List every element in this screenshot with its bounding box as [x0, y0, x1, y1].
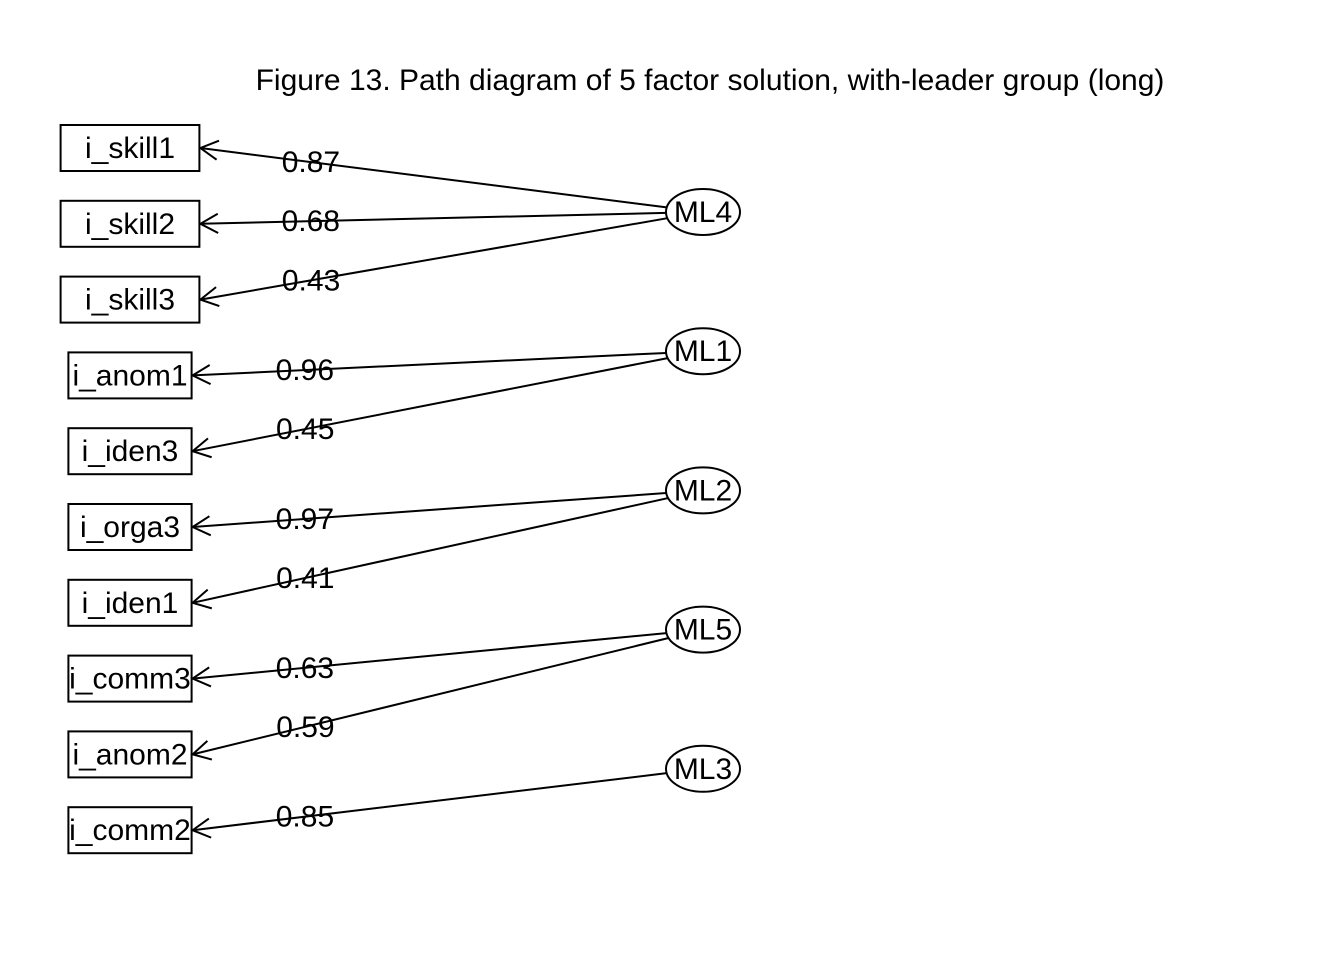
item-label-i-skill1: i_skill1	[85, 132, 175, 165]
item-box-i-iden3	[67, 427, 193, 476]
edge-ml2-i-orga3-loading-label: 0.97	[276, 503, 334, 536]
diagram-title: Figure 13. Path diagram of 5 factor solu…	[256, 64, 1165, 97]
item-box-i-skill1	[59, 124, 201, 172]
edge-ml5-i-anom2-loading-label: 0.59	[276, 711, 334, 744]
item-box-i-skill3	[59, 275, 201, 324]
edge-ml2-i-iden1-line	[192, 497, 669, 604]
factor-label-ml2: ML2	[674, 474, 732, 507]
edge-ml1-i-anom1-arrowhead	[190, 364, 212, 386]
edge-ml3-i-comm2-arrowhead	[190, 817, 212, 839]
edge-ml1-i-anom1-loading-label: 0.96	[276, 354, 334, 387]
factor-ellipse-ml5	[665, 605, 741, 654]
edge-ml4-i-skill3-line	[200, 217, 668, 301]
edge-ml4-i-skill3-loading-label: 0.43	[282, 264, 340, 297]
item-label-i-skill3: i_skill3	[85, 284, 175, 317]
edge-ml5-i-anom2-arrowhead	[190, 740, 213, 761]
item-label-i-skill2: i_skill2	[85, 208, 175, 241]
item-label-i-iden1: i_iden1	[82, 587, 179, 620]
loading-labels: 0.87 0.68 0.43 0.96 0.45 0.97 0.41 0.63 0.59 0.85	[276, 146, 341, 834]
item-box-i-orga3	[67, 503, 193, 551]
item-box-i-anom2	[67, 730, 193, 779]
edge-ml1-i-iden3-arrowhead	[190, 437, 212, 459]
edge-ml4-i-skill2-line	[200, 211, 667, 225]
item-label-i-comm3: i_comm3	[69, 663, 191, 696]
factor-ellipse-ml1	[665, 327, 741, 376]
item-box-i-comm2	[67, 806, 193, 855]
loading-edges	[190, 139, 669, 839]
edge-ml5-i-comm3-arrowhead	[190, 666, 212, 688]
edge-ml3-i-comm2-loading-label: 0.85	[276, 801, 334, 834]
edge-ml4-i-skill1-line	[200, 147, 667, 209]
edge-ml4-i-skill1-loading-label: 0.87	[282, 146, 340, 179]
item-label-i-anom1: i_anom1	[72, 359, 187, 392]
factor-label-ml3: ML3	[674, 753, 732, 786]
factor-ellipse-ml3	[665, 744, 741, 793]
item-label-i-orga3: i_orga3	[80, 511, 180, 544]
edge-ml3-i-comm2-line	[192, 772, 667, 832]
edge-ml2-i-orga3-arrowhead	[190, 515, 212, 537]
edge-ml2-i-iden1-loading-label: 0.41	[276, 562, 334, 595]
factor-label-ml1: ML1	[674, 335, 732, 368]
edge-ml5-i-anom2-line	[192, 637, 669, 756]
edge-ml2-i-orga3-line	[192, 492, 667, 528]
item-label-i-iden3: i_iden3	[82, 435, 179, 468]
item-box-i-anom1	[67, 351, 193, 400]
factor-ellipse-ml2	[665, 466, 741, 515]
factor-label-ml4: ML4	[674, 196, 732, 229]
item-boxes: i_skill1 i_skill2 i_skill3 i_anom1 i_iden3 i_…	[59, 124, 201, 855]
edge-ml4-i-skill2-loading-label: 0.68	[282, 205, 340, 238]
edge-ml1-i-iden3-line	[192, 357, 668, 453]
edge-ml2-i-iden1-arrowhead	[190, 588, 213, 610]
factor-label-ml5: ML5	[674, 614, 732, 647]
edge-ml5-i-comm3-loading-label: 0.63	[276, 652, 334, 685]
item-box-i-comm3	[67, 654, 193, 703]
item-box-i-iden1	[67, 578, 193, 627]
factor-ellipse-ml4	[665, 188, 741, 236]
item-label-i-comm2: i_comm2	[69, 814, 191, 847]
edge-ml1-i-iden3-loading-label: 0.45	[276, 413, 334, 446]
item-label-i-anom2: i_anom2	[72, 738, 187, 771]
edge-ml5-i-comm3-line	[192, 632, 667, 680]
item-box-i-skill2	[59, 199, 201, 248]
edge-ml1-i-anom1-line	[192, 351, 667, 377]
